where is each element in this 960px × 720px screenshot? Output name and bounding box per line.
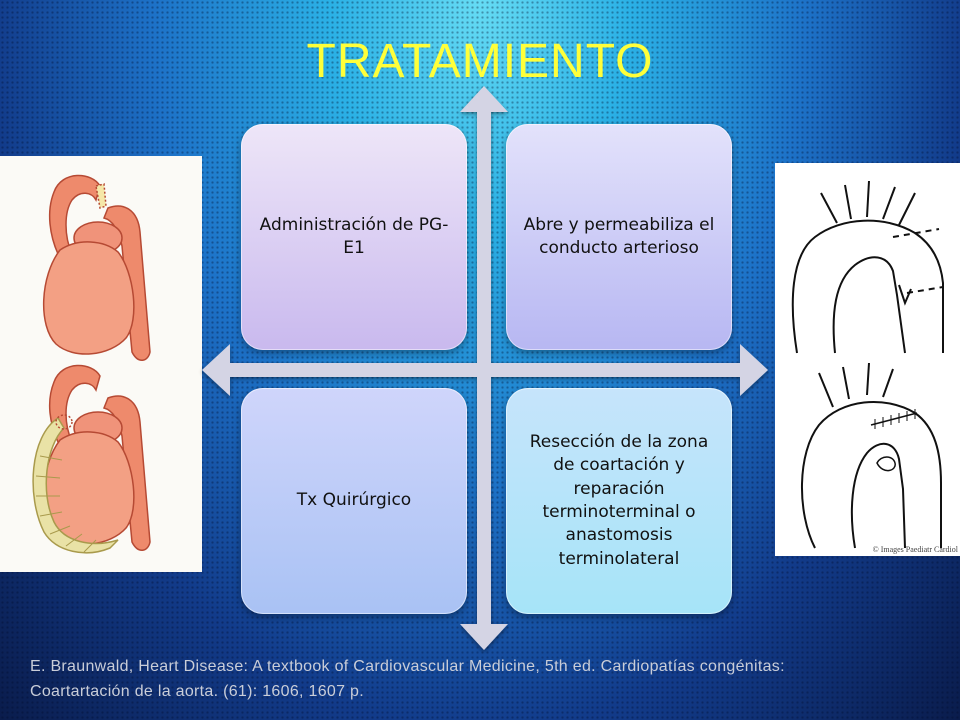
- slide-title: TRATAMIENTO: [306, 35, 654, 88]
- citation: E. Braunwald, Heart Disease: A textbook …: [30, 654, 942, 704]
- heart-diagram-top: [42, 174, 151, 361]
- arrow-head-down: [460, 624, 508, 650]
- box-text-resection: Resección de la zona de coartación y rep…: [529, 431, 709, 569]
- aorta-repair-illustration: [791, 180, 944, 549]
- arrow-head-left: [202, 344, 230, 396]
- quadrant-box-bottom-left: Tx Quirúrgico: [241, 388, 467, 614]
- horizontal-arrow-shaft: [226, 363, 744, 377]
- arrow-head-up: [460, 86, 508, 112]
- aorta-drawing-bottom: [801, 362, 942, 549]
- aorta-drawing-top: [791, 180, 944, 354]
- heart-diagram-bottom: [32, 364, 151, 554]
- box-text-surgery: Tx Quirúrgico: [296, 490, 412, 511]
- box-text-ductus: Abre y permeabiliza el conducto arterios…: [523, 214, 715, 258]
- quadrant-box-top-left: Administración de PG-E1: [241, 124, 467, 350]
- aorta-repair-illustration-panel: © Images Paediatr Cardiol: [775, 163, 960, 556]
- heart-illustration-panel: [0, 156, 202, 572]
- image-credit: © Images Paediatr Cardiol: [872, 545, 958, 554]
- citation-line-2: Coartartación de la aorta. (61): 1606, 1…: [30, 683, 365, 700]
- citation-line-1: E. Braunwald, Heart Disease: A textbook …: [30, 658, 785, 675]
- quadrant-box-bottom-right: Resección de la zona de coartación y rep…: [506, 388, 732, 614]
- box-text-pge1: Administración de PG-E1: [259, 214, 449, 258]
- quadrant-box-top-right: Abre y permeabiliza el conducto arterios…: [506, 124, 732, 350]
- arrow-head-right: [740, 344, 768, 396]
- heart-illustration: [32, 174, 151, 554]
